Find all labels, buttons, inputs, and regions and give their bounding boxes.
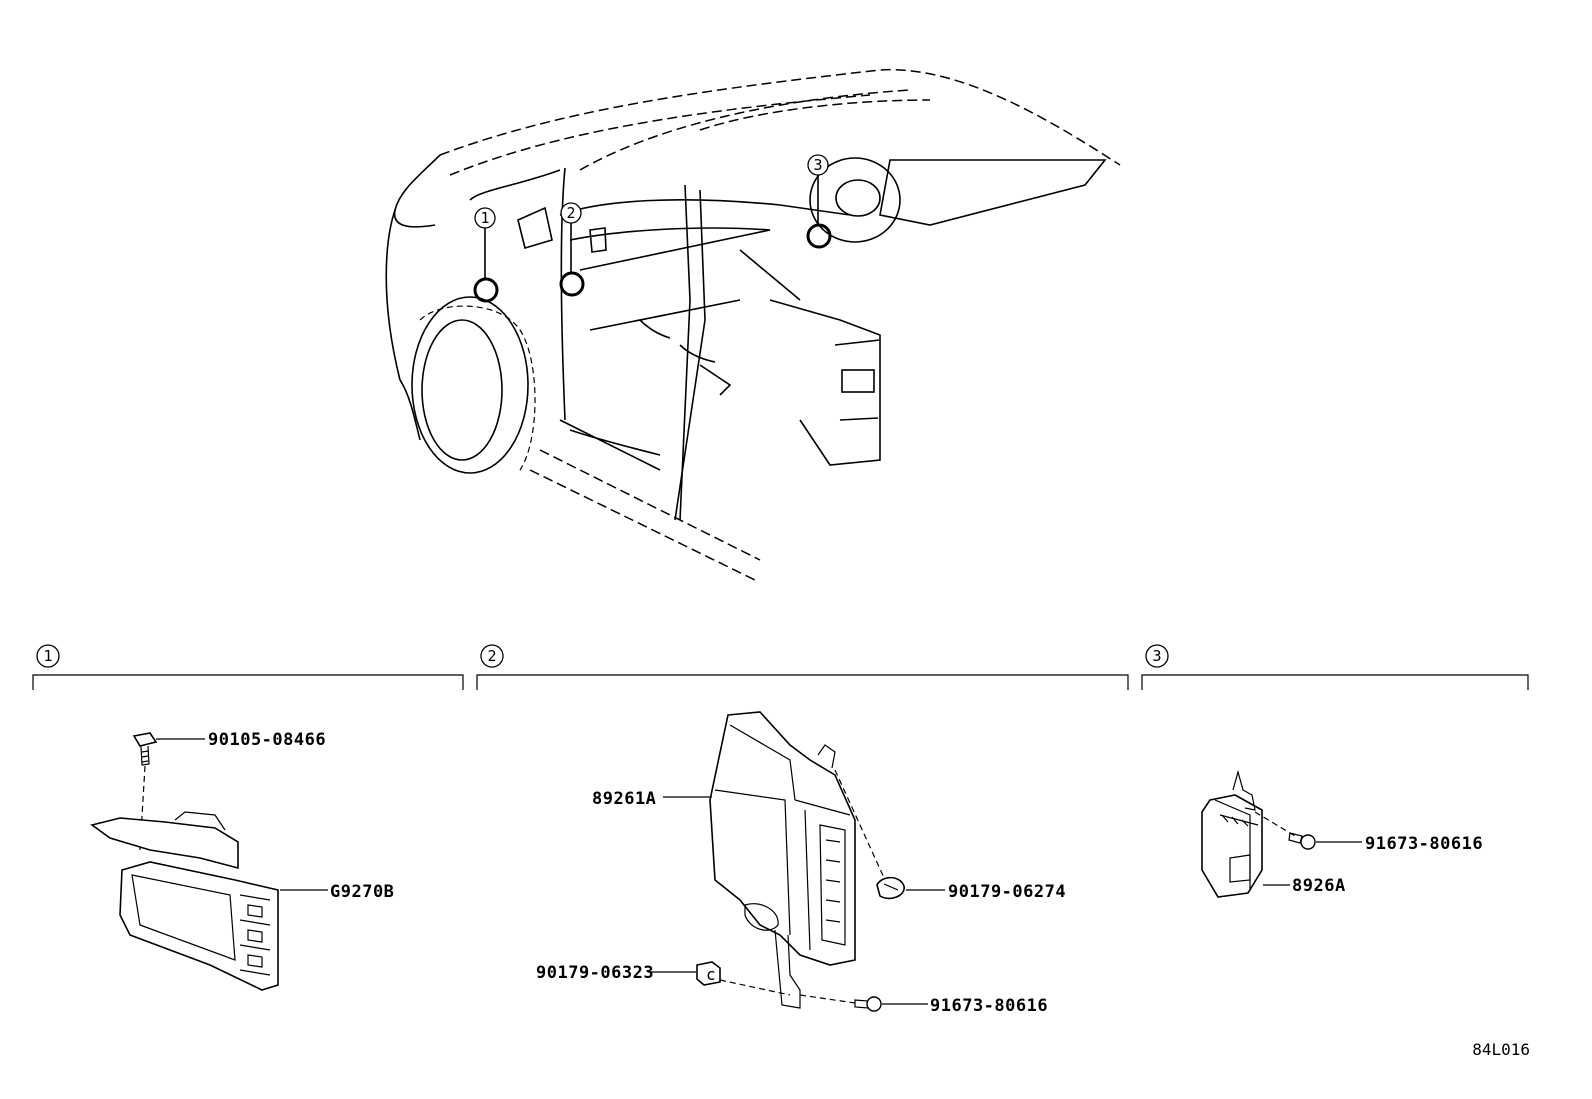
part-number-90179-06323: 90179-06323 (536, 963, 654, 983)
part-bolt-91673-80616-a (854, 996, 882, 1012)
callout-3-label: 3 (813, 156, 822, 174)
part-number-91673-80616-sec3: 91673-80616 (1365, 834, 1483, 854)
part-bolt-91673-80616-b (1288, 832, 1316, 850)
callout-3-marker: 3 (806, 154, 832, 249)
part-number-8926a: 8926A (1292, 876, 1346, 896)
part-ecu-89261a (709, 711, 856, 1009)
section-2-header: 2 (476, 644, 1129, 690)
section-1-number: 1 (43, 647, 52, 665)
part-clip-90179-06323: c (696, 961, 721, 986)
section-1-header: 1 (32, 644, 464, 690)
section-3-header: 3 (1141, 644, 1529, 690)
vehicle-interior-overview (385, 68, 1121, 581)
dashed-bolt3-path (1254, 811, 1296, 837)
callout-1-label: 1 (480, 209, 489, 227)
part-number-90179-06274: 90179-06274 (948, 882, 1066, 902)
callout-2-label: 2 (566, 204, 575, 222)
dashed-clip1-path (834, 769, 886, 881)
part-module-g9270b (90, 811, 279, 991)
part-number-91673-80616-sec2: 91673-80616 (930, 996, 1048, 1016)
diagram-code: 84L016 (1472, 1040, 1530, 1059)
callout-1-marker: 1 (473, 207, 499, 303)
part-number-89261a: 89261A (592, 789, 656, 809)
part-number-90105-08466: 90105-08466 (208, 730, 326, 750)
part-bolt-1 (132, 732, 158, 851)
callout-2-marker: 2 (559, 202, 585, 297)
dashed-clip2-path (719, 979, 791, 996)
clip-glyph: c (706, 965, 716, 984)
part-module-8926a (1201, 769, 1263, 898)
dashed-bolt2-path (799, 994, 856, 1004)
part-clip-90179-06274 (876, 876, 905, 900)
section-2-number: 2 (487, 647, 496, 665)
part-number-g9270b: G9270B (330, 882, 394, 902)
section-3-number: 3 (1152, 647, 1161, 665)
